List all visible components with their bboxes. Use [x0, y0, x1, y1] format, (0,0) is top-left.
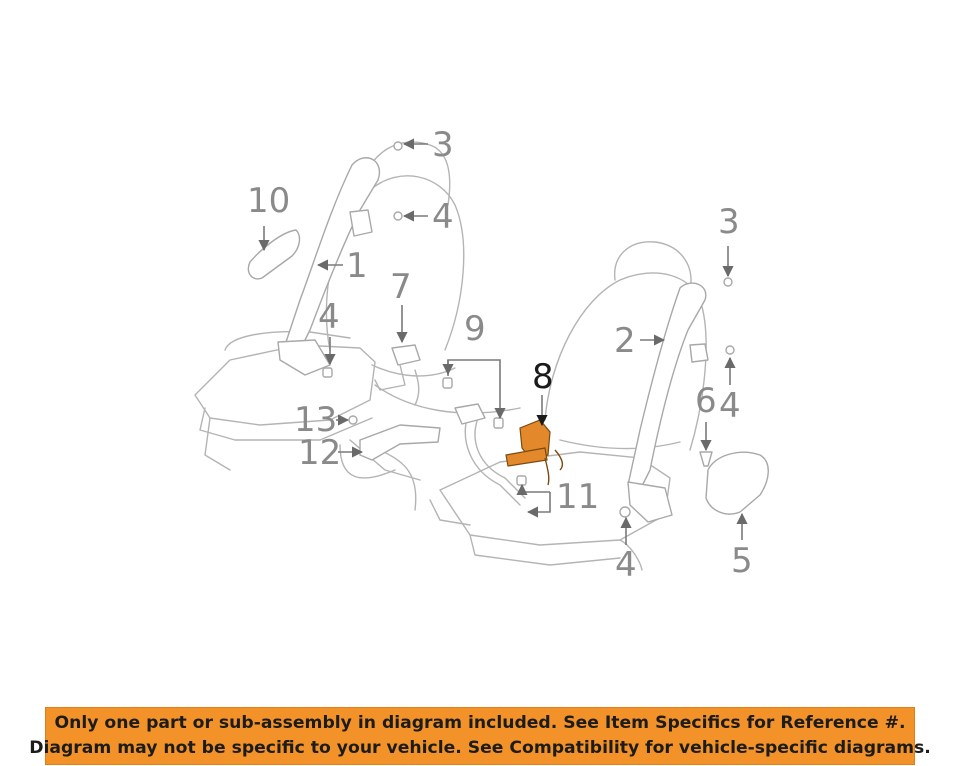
callout-11: 11 [556, 477, 599, 517]
callout-9: 9 [464, 309, 486, 349]
disclaimer-line-1: Only one part or sub-assembly in diagram… [54, 713, 906, 733]
seat-belt-parts-diagram: 3 4 10 1 4 7 9 8 13 12 11 3 2 4 6 5 4 [194, 125, 769, 585]
callout-10: 10 [247, 181, 290, 221]
callout-12: 12 [298, 433, 341, 473]
leader-lines [258, 138, 748, 545]
strap-part-9 [454, 403, 526, 506]
callout-labels: 3 4 10 1 4 7 9 8 13 12 11 3 2 4 6 5 4 [247, 125, 753, 585]
callout-4-left-seat: 4 [318, 297, 340, 337]
left-belt-retractor [277, 157, 381, 376]
callout-6: 6 [695, 381, 717, 421]
anchor-part-12 [359, 424, 441, 461]
buckle-part-8-highlighted [505, 419, 564, 486]
callout-4-upper-left: 4 [432, 197, 454, 237]
callout-3-left: 3 [432, 125, 454, 165]
right-belt-retractor [627, 282, 709, 523]
callout-1: 1 [346, 246, 368, 286]
callout-8: 8 [532, 357, 554, 397]
callout-4-bottom: 4 [615, 545, 637, 585]
disclaimer-banner: Only one part or sub-assembly in diagram… [29, 707, 931, 765]
callout-2: 2 [614, 321, 636, 361]
trim-cover-part-10 [247, 229, 301, 280]
callout-7: 7 [390, 267, 412, 307]
cover-part-5 [705, 451, 769, 515]
callout-13: 13 [294, 400, 337, 440]
callout-5: 5 [731, 541, 753, 581]
buckle-part-7 [374, 344, 421, 406]
callout-3-right: 3 [718, 202, 740, 242]
callout-4-right-upper: 4 [719, 386, 741, 426]
disclaimer-line-2: Diagram may not be specific to your vehi… [29, 738, 931, 758]
